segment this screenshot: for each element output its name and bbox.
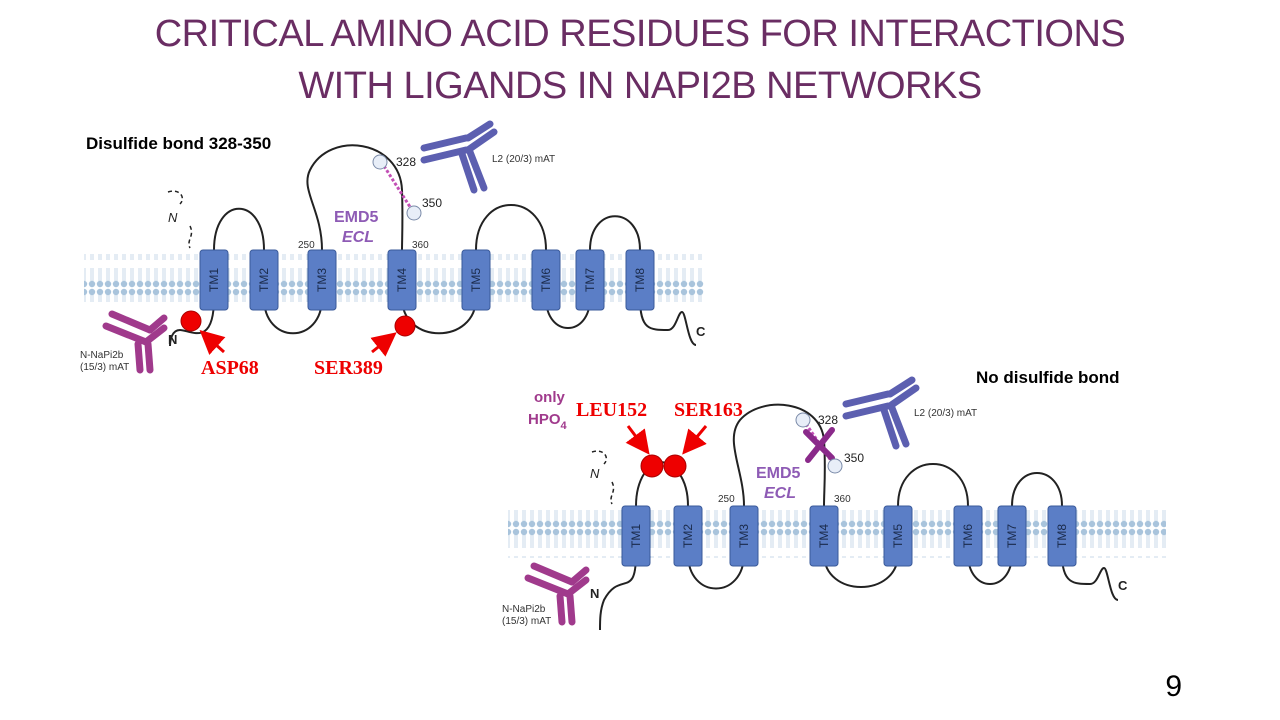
bottom-n-antibody-label-1: N-NaPi2b xyxy=(502,604,546,615)
bottom-panel-heading: No disulfide bond xyxy=(976,368,1120,387)
top-cys328-label: 328 xyxy=(396,155,416,169)
top-asp68-marker xyxy=(180,310,202,332)
bottom-l2-antibody-label: L2 (20/3) mAT xyxy=(914,408,977,419)
top-ser389-arrow xyxy=(370,332,397,357)
top-n-antibody-label-1: N-NaPi2b xyxy=(80,350,124,361)
top-l2-antibody-label: L2 (20/3) mAT xyxy=(492,154,555,165)
bottom-leu152-arrow xyxy=(625,425,650,455)
bottom-tm6 xyxy=(953,505,983,567)
bottom-tm2 xyxy=(673,505,703,567)
bottom-ser163-arrow xyxy=(682,425,708,455)
bottom-only-label: only xyxy=(534,389,565,406)
top-tm5 xyxy=(461,249,491,311)
top-cys350-marker xyxy=(406,205,422,221)
top-tm1 xyxy=(199,249,229,311)
top-c-term-label: C xyxy=(696,324,706,339)
bottom-tm5-label: TM5 xyxy=(891,524,905,548)
bottom-cys328-marker xyxy=(795,412,811,428)
top-tm6 xyxy=(531,249,561,311)
bottom-tm1 xyxy=(621,505,651,567)
top-tm1-label: TM1 xyxy=(207,268,221,292)
bottom-tm7-label: TM7 xyxy=(1005,524,1019,548)
bottom-hpo-label: HPO4 xyxy=(528,411,568,432)
bottom-n-antibody-icon xyxy=(524,562,590,626)
top-tm8 xyxy=(625,249,655,311)
bottom-tm3 xyxy=(729,505,759,567)
bottom-cys350-marker xyxy=(827,458,843,474)
top-tm3-label: TM3 xyxy=(315,268,329,292)
top-tm4 xyxy=(387,249,417,311)
bottom-ser163-label: SER163 xyxy=(674,399,743,421)
top-asp68-arrow xyxy=(199,329,226,355)
bottom-n-dashed-label: N xyxy=(590,466,600,481)
bottom-n-term-label: N xyxy=(590,586,599,601)
bottom-panel: N TM1 TM2 TM3 TM4 TM5 TM6 TM7 TM8 EMD5 E… xyxy=(502,376,1166,631)
bottom-tm-helices xyxy=(621,505,1077,567)
bottom-tm8 xyxy=(1047,505,1077,567)
bottom-c-term-label: C xyxy=(1118,578,1128,593)
bottom-tm8-label: TM8 xyxy=(1055,524,1069,548)
top-n-term-label: N xyxy=(168,332,177,347)
top-panel-heading: Disulfide bond 328-350 xyxy=(86,134,272,153)
bottom-tm6-label: TM6 xyxy=(961,524,975,548)
bottom-broken-bond-x-icon xyxy=(803,427,835,463)
top-emd5-label: EMD5 xyxy=(334,209,379,226)
slide-title-line-1: CRITICAL AMINO ACID RESIDUES FOR INTERAC… xyxy=(154,13,1126,55)
bottom-emd5-label: EMD5 xyxy=(756,465,801,482)
top-tm6-label: TM6 xyxy=(539,268,553,292)
top-ecl-label: ECL xyxy=(342,229,374,246)
top-tm8-label: TM8 xyxy=(633,268,647,292)
top-n-dashed-label: N xyxy=(168,210,178,225)
bottom-ser163-marker xyxy=(663,454,687,478)
top-tm3 xyxy=(307,249,337,311)
top-ser389-marker xyxy=(394,315,416,337)
bottom-hpo-text: HPO xyxy=(528,411,561,428)
top-tm7 xyxy=(575,249,605,311)
top-l2-antibody-icon xyxy=(420,120,498,194)
top-tm2 xyxy=(249,249,279,311)
top-n-antibody-label-2: (15/3) mAT xyxy=(80,362,129,373)
page-number: 9 xyxy=(1165,670,1182,703)
bottom-tm7 xyxy=(997,505,1027,567)
bottom-cys328-label: 328 xyxy=(818,413,838,427)
top-ser389-label: SER389 xyxy=(314,357,383,379)
bottom-leu152-marker xyxy=(640,454,664,478)
top-backbone xyxy=(169,144,697,347)
bottom-cys350-label: 350 xyxy=(844,451,864,465)
bottom-tm5 xyxy=(883,505,913,567)
bottom-l2-antibody-icon xyxy=(842,376,920,450)
top-tm4-label: TM4 xyxy=(395,268,409,292)
bottom-tm4-label: TM4 xyxy=(817,524,831,548)
bottom-n-antibody-label-2: (15/3) mAT xyxy=(502,616,551,627)
top-tm7-label: TM7 xyxy=(583,268,597,292)
top-cys328-marker xyxy=(372,154,388,170)
bottom-pos-250: 250 xyxy=(718,494,735,505)
top-pos-360: 360 xyxy=(412,240,429,251)
bottom-disulfide-bond xyxy=(804,423,834,463)
top-pos-250: 250 xyxy=(298,240,315,251)
bottom-tm3-label: TM3 xyxy=(737,524,751,548)
bottom-leu152-label: LEU152 xyxy=(576,399,647,421)
slide-title-line-2: WITH LIGANDS IN NAPI2B NETWORKS xyxy=(298,65,982,107)
top-tm5-label: TM5 xyxy=(469,268,483,292)
top-disulfide-bond xyxy=(382,165,414,211)
bottom-ecl-label: ECL xyxy=(764,485,796,502)
bottom-hpo-subscript: 4 xyxy=(561,420,568,432)
bottom-tm4 xyxy=(809,505,839,567)
top-cys350-label: 350 xyxy=(422,196,442,210)
top-n-antibody-icon xyxy=(102,310,168,374)
slide-title: CRITICAL AMINO ACID RESIDUES FOR INTERAC… xyxy=(0,8,1280,112)
bottom-tm1-label: TM1 xyxy=(629,524,643,548)
bottom-n-dashed-tail xyxy=(591,450,615,505)
top-tm2-label: TM2 xyxy=(257,268,271,292)
top-n-dashed-tail xyxy=(167,190,193,249)
top-tm-helices xyxy=(199,249,655,311)
bottom-tm2-label: TM2 xyxy=(681,524,695,548)
bottom-pos-360: 360 xyxy=(834,494,851,505)
top-panel: N TM1 TM2 TM3 TM4 TM5 TM6 TM7 TM8 EMD5 E… xyxy=(80,120,706,379)
top-asp68-label: ASP68 xyxy=(201,357,259,379)
